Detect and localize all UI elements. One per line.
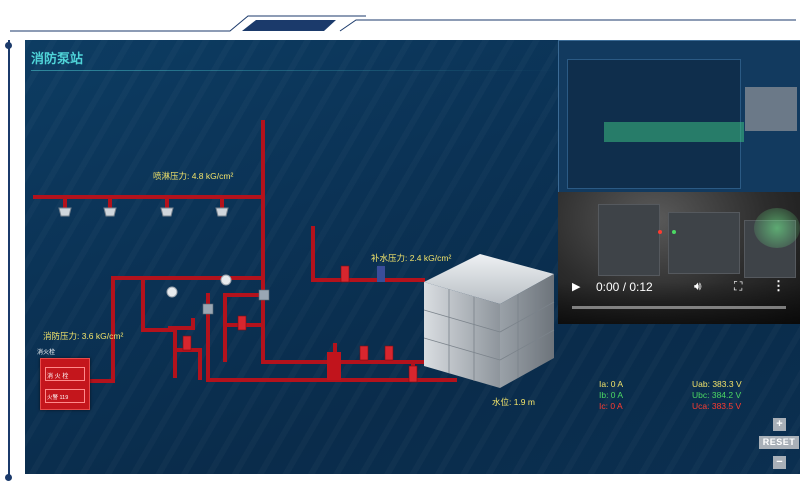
current-reading: Ic: 0 A — [599, 401, 623, 411]
alarm-box-phone: 火警 119 — [47, 395, 69, 401]
check-valve-icon — [202, 303, 214, 315]
sprinkler-head-icon — [103, 207, 117, 217]
sprinkler-head-icon — [215, 207, 229, 217]
water-level-label: 水位: 1.9 m — [492, 397, 535, 407]
alarm-box-header: 消火栓 — [37, 350, 56, 356]
more-options-icon[interactable]: ⋮ — [772, 278, 785, 293]
indicator-light-red — [658, 230, 662, 234]
valve-icon — [408, 365, 418, 383]
frame-side-line — [8, 40, 10, 480]
makeup-pressure-label: 补水压力: 2.4 kG/cm² — [371, 253, 452, 263]
alarm-box-label: 消 火 栓 — [47, 374, 69, 380]
frame-dot-top — [5, 42, 12, 49]
green-light-glow — [754, 208, 800, 248]
video-controls-bar — [558, 282, 800, 324]
camera-video-player[interactable]: ▶ 0:00 / 0:12 🔊︎ ⛶ ⋮ — [558, 192, 800, 324]
alarm-slot-top — [45, 367, 85, 381]
pump-station-scene: 消防泵站 — [25, 40, 800, 474]
zoom-out-button[interactable]: − — [773, 456, 786, 469]
valve-icon — [384, 345, 394, 361]
play-icon[interactable]: ▶ — [572, 281, 581, 293]
monitor-dashboard-panel[interactable] — [558, 40, 800, 194]
pressure-gauge-icon — [220, 274, 232, 286]
cabinet-image — [598, 204, 660, 276]
alarm-slot-bottom — [45, 389, 85, 403]
valve-icon — [359, 345, 369, 361]
current-reading: Ia: 0 A — [599, 379, 624, 389]
fullscreen-icon[interactable]: ⛶ — [734, 279, 743, 293]
fire-pressure-label: 消防压力: 3.6 kG/cm² — [43, 331, 124, 341]
cabinet-image — [668, 212, 740, 274]
fire-hydrant-alarm-box[interactable]: 消火栓 消 火 栓 火警 119 — [37, 350, 90, 410]
current-reading: Ib: 0 A — [599, 390, 624, 400]
water-tank — [423, 254, 555, 388]
dashboard-camera-thumbnail — [745, 87, 797, 131]
check-valve-icon — [258, 289, 270, 301]
video-time: 0:00 / 0:12 — [596, 280, 653, 294]
valve-icon — [237, 315, 247, 331]
fire-pump-icon — [327, 352, 341, 380]
video-progress-bar[interactable] — [572, 306, 786, 309]
valve-icon — [340, 265, 350, 283]
piping-diagram — [33, 120, 457, 383]
voltage-reading: Uab: 383.3 V — [692, 379, 742, 389]
dashboard-level-band — [604, 122, 744, 142]
frame-dot-bottom — [5, 474, 12, 481]
voltage-reading: Ubc: 384.2 V — [692, 390, 742, 400]
pressure-gauge-icon — [166, 286, 178, 298]
indicator-light-green — [672, 230, 676, 234]
voltage-reading: Uca: 383.5 V — [692, 401, 742, 411]
frame-top-decoration — [10, 15, 796, 32]
zoom-in-button[interactable]: + — [773, 418, 786, 431]
reset-view-button[interactable]: RESET — [759, 436, 799, 449]
sprinkler-head-icon — [160, 207, 174, 217]
title-divider — [31, 70, 561, 71]
spray-pressure-label: 喷淋压力: 4.8 kG/cm² — [153, 171, 234, 181]
sprinkler-head-icon — [58, 207, 72, 217]
dashboard-chart-area — [567, 59, 744, 189]
valve-icon — [182, 335, 192, 351]
volume-icon[interactable]: 🔊︎ — [694, 279, 702, 293]
makeup-pump-icon — [377, 266, 385, 282]
page-title: 消防泵站 — [31, 51, 84, 66]
